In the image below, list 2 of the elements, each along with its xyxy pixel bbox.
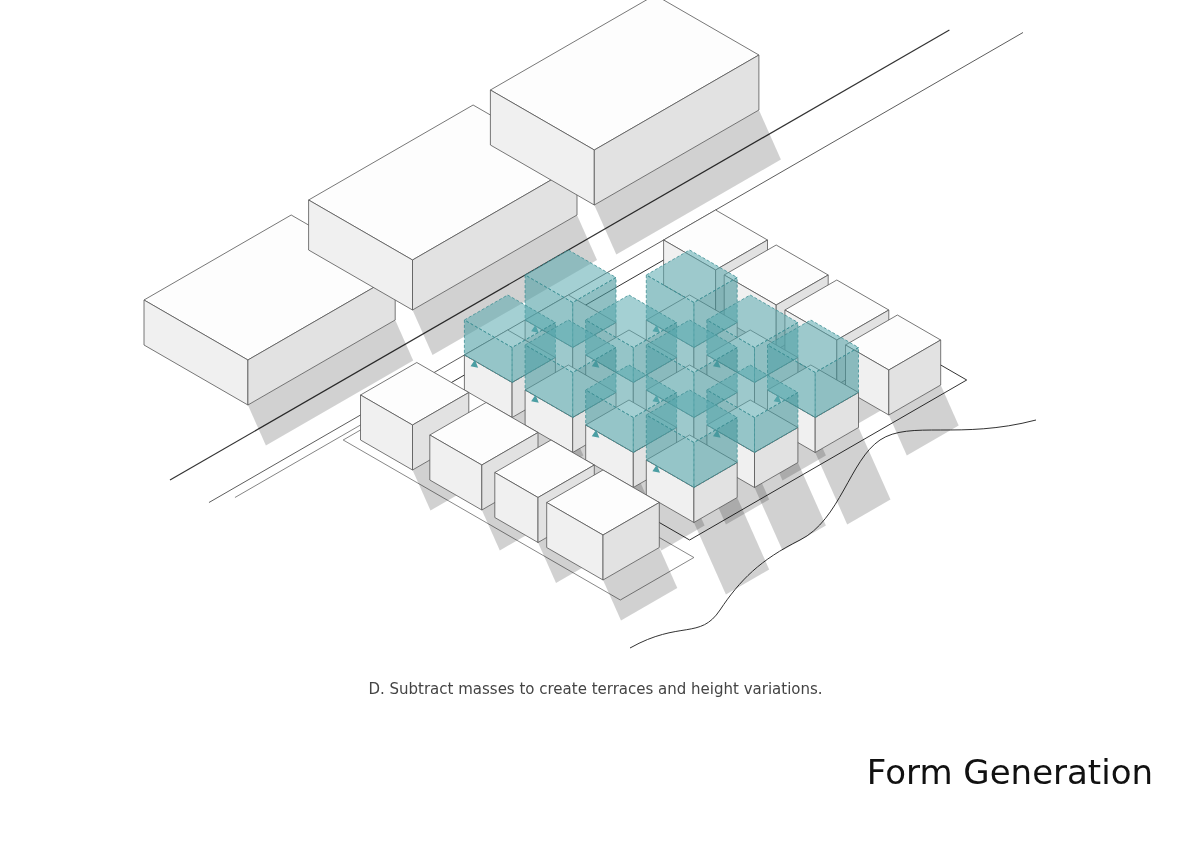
title: Form Generation — [866, 752, 1153, 792]
caption: D. Subtract masses to create terraces and height variations. — [367, 680, 824, 698]
